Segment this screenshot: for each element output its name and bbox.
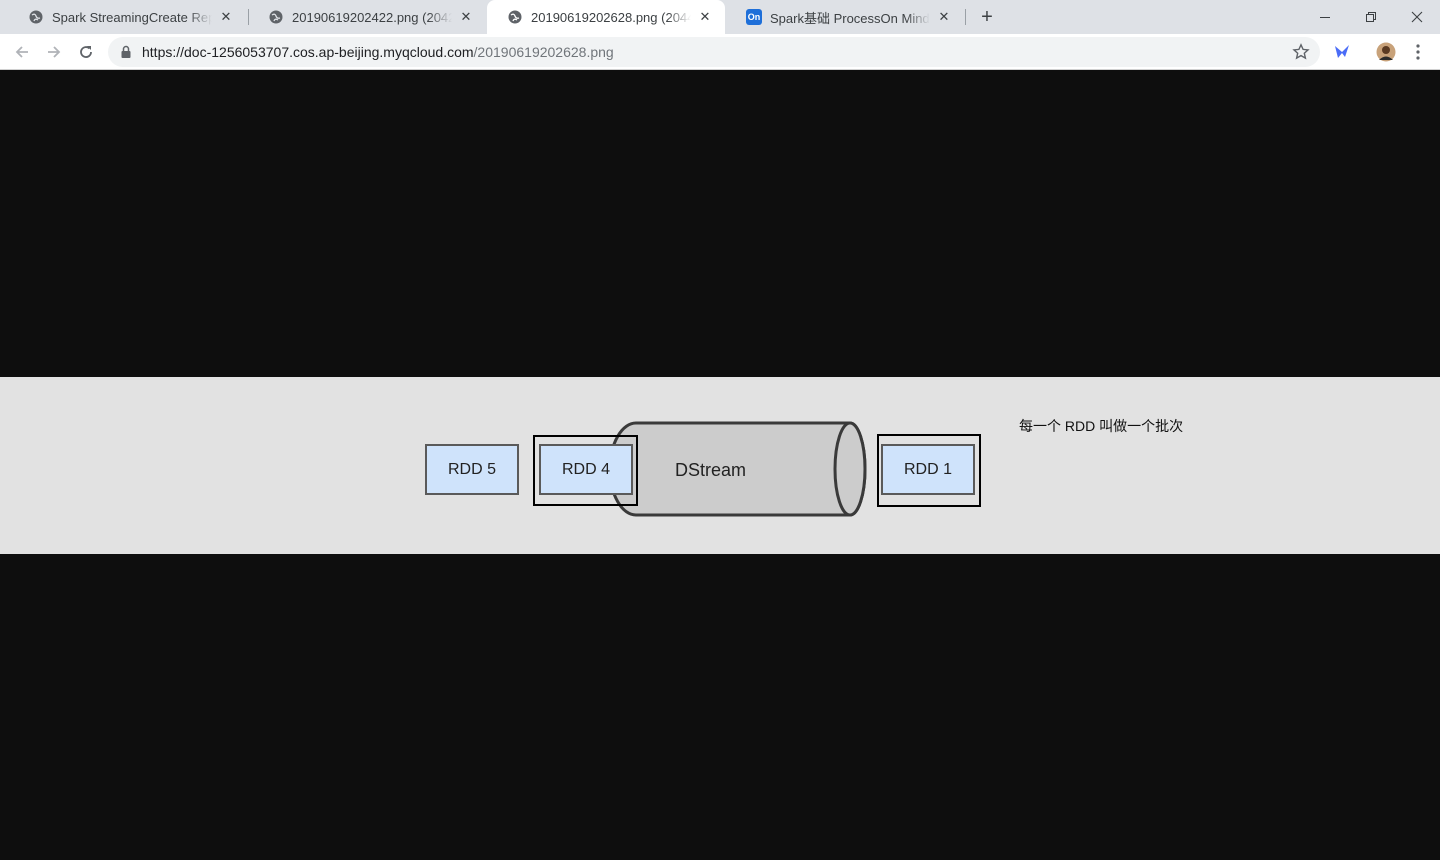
menu-button[interactable] bbox=[1408, 42, 1428, 62]
tab-separator bbox=[248, 9, 249, 25]
tab-title: Spark基础 ProcessOn Mind bbox=[770, 10, 930, 26]
close-icon[interactable]: ✕ bbox=[460, 9, 472, 24]
lock-icon bbox=[121, 45, 131, 58]
minimize-button[interactable] bbox=[1302, 0, 1348, 34]
tab-separator bbox=[965, 9, 966, 25]
browser-toolbar: https://doc-1256053707.cos.ap-beijing.my… bbox=[0, 34, 1440, 70]
image-viewer: DStream RDD 5 RDD 4 RDD 1 每一个 RDD 叫做一个批次 bbox=[0, 71, 1440, 860]
rdd-1-box: RDD 1 bbox=[881, 444, 975, 495]
tab-processon[interactable]: On Spark基础 ProcessOn Mind ✕ bbox=[726, 0, 964, 34]
reload-icon bbox=[80, 46, 92, 58]
arrow-left-icon bbox=[15, 46, 28, 58]
close-icon[interactable]: ✕ bbox=[938, 9, 950, 24]
tab-spark-streaming[interactable]: Spark StreamingCreate Repository ✕ bbox=[8, 0, 246, 34]
dstream-label: DStream bbox=[675, 460, 747, 480]
processon-logo: On bbox=[746, 9, 762, 25]
tab-20190619202422[interactable]: 20190619202422.png (2042×2 ✕ bbox=[248, 0, 486, 34]
url-path: /20190619202628.png bbox=[473, 44, 614, 60]
globe-icon bbox=[268, 9, 284, 25]
reload-button[interactable] bbox=[72, 38, 100, 66]
minimize-icon bbox=[1320, 17, 1330, 18]
bird-extension-icon bbox=[1335, 45, 1349, 58]
tab-title: 20190619202628.png (2044×2 bbox=[531, 9, 691, 25]
arrow-right-icon bbox=[48, 46, 61, 58]
displayed-image[interactable]: DStream RDD 5 RDD 4 RDD 1 每一个 RDD 叫做一个批次 bbox=[0, 377, 1440, 554]
close-icon[interactable]: ✕ bbox=[699, 9, 711, 24]
dstream-cylinder bbox=[608, 421, 867, 517]
url-host: https://doc-1256053707.cos.ap-beijing.my… bbox=[142, 44, 474, 60]
back-button[interactable] bbox=[8, 38, 36, 66]
new-tab-button[interactable]: + bbox=[981, 5, 993, 28]
processon-icon: On bbox=[746, 9, 762, 25]
globe-icon bbox=[507, 9, 523, 25]
forward-button[interactable] bbox=[40, 38, 68, 66]
close-icon bbox=[1411, 11, 1423, 23]
rdd-4-box: RDD 4 bbox=[539, 444, 633, 495]
globe-icon bbox=[28, 9, 44, 25]
tab-20190619202628[interactable]: 20190619202628.png (2044×2 ✕ bbox=[487, 0, 725, 34]
close-icon[interactable]: ✕ bbox=[220, 9, 232, 24]
restore-button[interactable] bbox=[1348, 0, 1394, 34]
extension-icon[interactable] bbox=[1332, 42, 1352, 62]
profile-avatar[interactable] bbox=[1376, 42, 1396, 62]
address-bar[interactable]: https://doc-1256053707.cos.ap-beijing.my… bbox=[108, 37, 1320, 67]
bookmark-star-icon[interactable] bbox=[1292, 43, 1310, 61]
url-text: https://doc-1256053707.cos.ap-beijing.my… bbox=[142, 44, 614, 60]
restore-icon bbox=[1366, 12, 1376, 22]
rdd-5-box: RDD 5 bbox=[425, 444, 519, 495]
tab-title: Spark StreamingCreate Repository bbox=[52, 9, 212, 25]
tab-strip: Spark StreamingCreate Repository ✕ 20190… bbox=[0, 0, 1440, 34]
batch-note: 每一个 RDD 叫做一个批次 bbox=[1019, 418, 1184, 434]
avatar-icon bbox=[1376, 42, 1396, 62]
close-window-button[interactable] bbox=[1394, 0, 1440, 34]
rdd-1-frame bbox=[877, 434, 981, 507]
kebab-menu-icon bbox=[1416, 44, 1420, 60]
tab-title: 20190619202422.png (2042×2 bbox=[292, 9, 452, 25]
rdd-4-frame bbox=[533, 435, 638, 506]
